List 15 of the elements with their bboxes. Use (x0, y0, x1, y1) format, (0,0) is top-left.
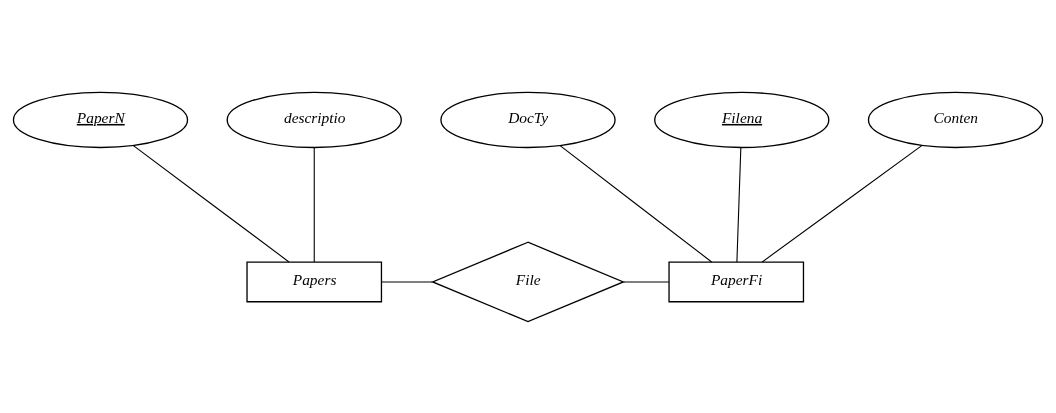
node-ellipse: Filena (654, 91, 830, 148)
node-box: Papers (246, 260, 383, 302)
connector (313, 146, 315, 263)
connector (559, 144, 713, 262)
node-ellipse: descriptio (226, 91, 402, 148)
node-ellipse: PaperN (12, 91, 189, 148)
node-ellipse: Conten (867, 91, 1044, 148)
node-ellipse: DocTy (440, 91, 616, 148)
connector (380, 280, 433, 282)
connector (623, 280, 670, 282)
connector (761, 144, 923, 262)
connector (736, 146, 742, 263)
node-box: PaperFi (668, 260, 805, 302)
connector (132, 144, 290, 262)
node-diamond: File (430, 241, 626, 322)
